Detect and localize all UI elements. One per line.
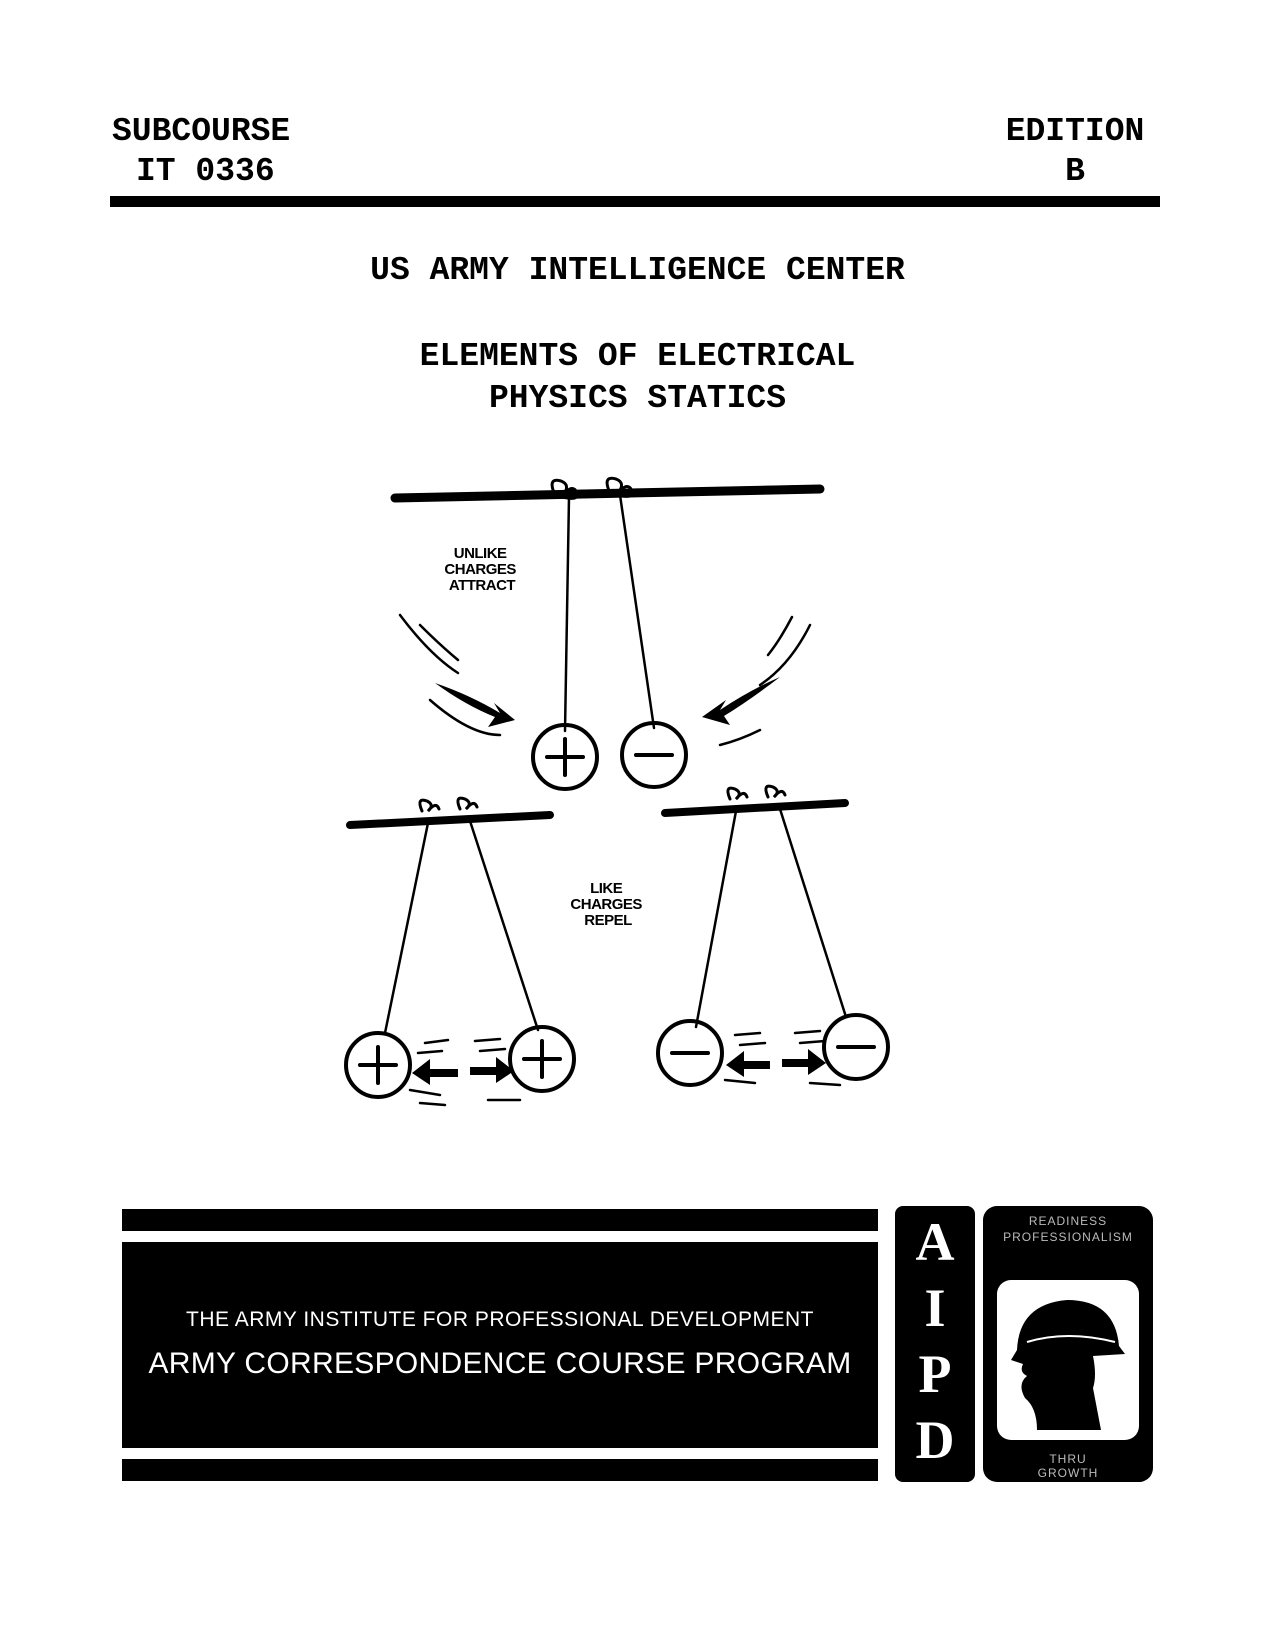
top-knot-right [605,476,634,498]
aipd-logo: A I P D [895,1206,975,1482]
logo-bottom-line2: GROWTH [1037,1466,1099,1480]
negative-sphere-top [620,721,688,789]
aipd-letter-i: I [924,1278,946,1338]
repel-line3: REPEL [584,912,632,929]
logo-bottom-line1: THRU [1049,1452,1087,1466]
header-rule [110,196,1160,207]
repel-arrow-right-2 [782,1049,826,1075]
positive-sphere-left [344,1031,412,1099]
attract-line2: CHARGES [444,561,516,578]
aipd-letter-p: P [918,1344,952,1404]
repel-arrow-right-1 [470,1057,514,1083]
bottom-left-bar [346,811,554,829]
banner-stripe-top [122,1209,878,1231]
edition-value: B [1065,153,1085,190]
positive-sphere-top [531,723,599,791]
repel-line1: LIKE [590,880,623,897]
charges-illustration: UNLIKE CHARGES ATTRACT LIKE CHARGES [344,476,890,1107]
negative-sphere-right [822,1013,890,1081]
course-title-line2: PHYSICS STATICS [488,380,787,417]
repel-arrow-left-1 [412,1059,458,1085]
institute-name: THE ARMY INSTITUTE FOR PROFESSIONAL DEVE… [186,1308,814,1331]
repel-line2: CHARGES [570,896,642,913]
bottom-right-bar [661,799,849,817]
banner-main [122,1242,878,1448]
program-name: ARMY CORRESPONDENCE COURSE PROGRAM [148,1347,852,1380]
banner-stripe-bottom [122,1459,878,1481]
repel-label: LIKE CHARGES REPEL [570,880,645,929]
attract-line1: UNLIKE [454,545,507,562]
soldier-head-icon [1011,1300,1125,1430]
repel-arrow-left-2 [726,1051,770,1077]
negative-sphere-left [656,1019,724,1087]
center-name: US ARMY INTELLIGENCE CENTER [370,252,905,289]
edition-block: EDITION B [990,112,1160,192]
course-title-line1: ELEMENTS OF ELECTRICAL [419,338,856,375]
subcourse-label: SUBCOURSE [112,113,291,150]
top-support-bar [390,484,825,503]
logo-top-line1: READINESS [1028,1214,1108,1228]
course-title: ELEMENTS OF ELECTRICAL PHYSICS STATICS [0,336,1275,420]
positive-sphere-right [508,1025,576,1093]
attract-line3: ATTRACT [449,577,516,594]
soldier-panel [997,1280,1139,1440]
subcourse-block: SUBCOURSE IT 0336 [112,112,290,192]
attract-label: UNLIKE CHARGES ATTRACT [444,545,519,594]
logo-top-line2: PROFESSIONALISM [1003,1230,1133,1244]
attract-arrow-left [435,683,515,727]
aipd-letter-d: D [915,1410,955,1470]
soldier-logo: READINESS PROFESSIONALISM THRU GROWTH [983,1206,1153,1482]
top-knot-left [550,478,579,500]
aipd-letter-a: A [915,1212,955,1272]
edition-label: EDITION [1005,113,1145,150]
attract-arrow-right [702,677,780,725]
subcourse-number: IT 0336 [136,153,275,190]
